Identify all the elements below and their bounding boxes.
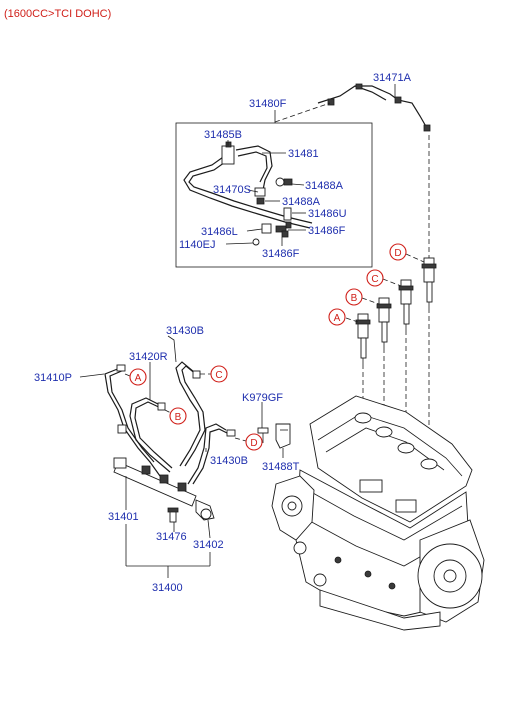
label-31401: 31401 [108,511,139,523]
label-31485B: 31485B [204,129,242,141]
label-31410P: 31410P [34,372,72,384]
injector-D [421,257,437,308]
marker-pipeA: A [135,373,142,384]
marker-circle-pipeC [210,365,228,383]
label-31420R: 31420R [129,351,168,363]
label-31486L: 31486L [201,226,238,238]
leader-31430B-1 [167,335,177,363]
label-31480F: 31480F [249,98,287,110]
leader-pipe-A [124,373,131,377]
marker-circle-injB [345,288,363,306]
injector-C [398,279,414,330]
injector-B [376,297,392,348]
label-31486U: 31486U [308,208,347,220]
bracket-31488T [275,423,291,449]
label-K979GF: K979GF [242,392,283,404]
label-31488A-1: 31488A [305,180,344,192]
marker-injA: A [334,313,341,324]
hp-pipe-31410P [104,364,161,477]
marker-pipeC: C [215,370,222,381]
leader-1140EJ [225,242,254,245]
bolt-K979GF [257,427,269,443]
marker-circle-injC [366,269,384,287]
hp-pipe-31430B-1 [175,361,206,467]
label-31471A: 31471A [373,72,412,84]
engine-block [271,395,485,631]
leader-inj-C [382,278,402,287]
label-31476: 31476 [156,531,187,543]
leader-pipe-D [234,437,247,442]
leader-31488A-1 [291,183,305,186]
label-31488A-2: 31488A [282,196,321,208]
return-pipe-31481 [183,141,313,246]
injector-A [355,313,371,364]
label-31486F-2: 31486F [262,248,300,260]
marker-circle-pipeA [129,368,147,386]
marker-circle-pipeB [169,407,187,425]
label-31430B-1: 31430B [166,325,204,337]
marker-pipeD: D [250,438,257,449]
leader-31486L [246,228,263,232]
label-31430B-2: 31430B [210,455,248,467]
leader-31470S [247,189,259,193]
label-31486F-1: 31486F [308,225,346,237]
marker-circle-pipeD [245,433,263,451]
return-line-box [175,122,373,268]
marker-circle-injA [328,308,346,326]
label-31402: 31402 [193,539,224,551]
label-31481: 31481 [288,148,319,160]
hp-pipe-31420R [129,397,173,473]
diagram-title: (1600CC>TCI DOHC) [4,8,111,20]
marker-injD: D [394,248,401,259]
bolt-31476 [167,507,179,523]
leader-31480F-dash [274,102,331,123]
leader-31410P [79,373,105,378]
marker-injB: B [351,293,358,304]
common-rail-31401 [113,457,215,521]
leader-inj-A [345,317,359,323]
leader-inj-B [361,297,380,305]
label-1140EJ: 1140EJ [179,239,216,251]
leader-inj-D [405,253,425,263]
marker-injC: C [371,274,378,285]
leader-31402 [207,519,211,539]
marker-pipeB: B [175,412,182,423]
return-hose-31471A [317,83,431,132]
leader-pipe-B [164,409,172,414]
hp-pipe-31430B-2 [187,423,236,485]
label-31488T: 31488T [262,461,300,473]
marker-circle-injD [389,243,407,261]
label-31470S: 31470S [213,184,251,196]
label-31400: 31400 [152,582,183,594]
